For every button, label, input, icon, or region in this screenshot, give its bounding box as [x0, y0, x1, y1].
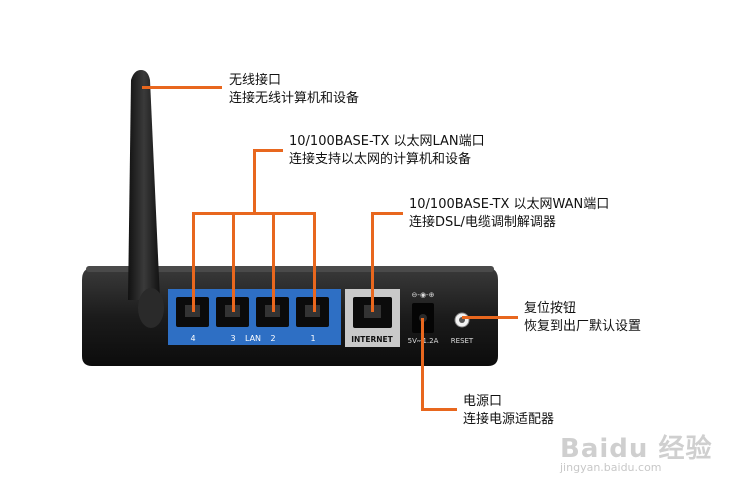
- leader-lan-drop-2: [272, 212, 275, 312]
- leader-lan-tab: [253, 149, 283, 152]
- callout-wan: 10/100BASE-TX 以太网WAN端口 连接DSL/电缆调制解调器: [409, 196, 609, 232]
- power-polarity-icon: ⊖-◉-⊕: [412, 291, 435, 299]
- leader-power-horizontal: [421, 408, 457, 411]
- watermark-logo: Baidu 经验: [560, 434, 713, 464]
- callout-wireless: 无线接口 连接无线计算机和设备: [229, 72, 359, 108]
- leader-lan-drop-1: [313, 212, 316, 312]
- callout-lan-desc: 连接支持以太网的计算机和设备: [289, 152, 472, 167]
- callout-power: 电源口 连接电源适配器: [463, 393, 554, 429]
- lan-port-number-1: 1: [310, 334, 315, 343]
- antenna-base: [138, 288, 164, 328]
- watermark-url: jingyan.baidu.com: [560, 461, 662, 474]
- lan-ports: [176, 297, 329, 327]
- reset-label: RESET: [451, 337, 474, 345]
- callout-power-title: 电源口: [463, 394, 503, 409]
- callout-lan: 10/100BASE-TX 以太网LAN端口 连接支持以太网的计算机和设备: [289, 133, 485, 169]
- router-top-edge: [86, 266, 494, 272]
- leader-wan-horizontal: [371, 212, 403, 215]
- lan-port-number-2: 2: [270, 334, 275, 343]
- callout-wan-title: 10/100BASE-TX 以太网WAN端口: [409, 197, 610, 212]
- leader-reset: [462, 316, 518, 319]
- leader-lan-drop-3: [232, 212, 235, 312]
- callout-wan-desc: 连接DSL/电缆调制解调器: [409, 215, 556, 230]
- leader-lan-bar: [192, 212, 316, 215]
- leader-power-vertical: [421, 318, 424, 410]
- callout-wireless-desc: 连接无线计算机和设备: [229, 91, 360, 106]
- leader-wan-vertical: [371, 212, 374, 312]
- leader-wireless: [142, 86, 222, 89]
- callout-lan-title: 10/100BASE-TX 以太网LAN端口: [289, 134, 485, 149]
- callout-reset-title: 复位按钮: [524, 301, 577, 316]
- callout-reset-desc: 恢复到出厂默认设置: [524, 319, 642, 334]
- internet-label: INTERNET: [351, 335, 393, 344]
- callout-power-desc: 连接电源适配器: [463, 412, 555, 427]
- leader-lan-drop-4: [192, 212, 195, 312]
- leader-lan-top: [253, 149, 256, 214]
- callout-reset: 复位按钮 恢复到出厂默认设置: [524, 300, 641, 336]
- callout-wireless-title: 无线接口: [229, 73, 282, 88]
- lan-port-number-3: 3: [230, 334, 235, 343]
- lan-panel-label: LAN: [245, 334, 261, 343]
- lan-port-number-4: 4: [190, 334, 195, 343]
- antenna: [128, 70, 160, 300]
